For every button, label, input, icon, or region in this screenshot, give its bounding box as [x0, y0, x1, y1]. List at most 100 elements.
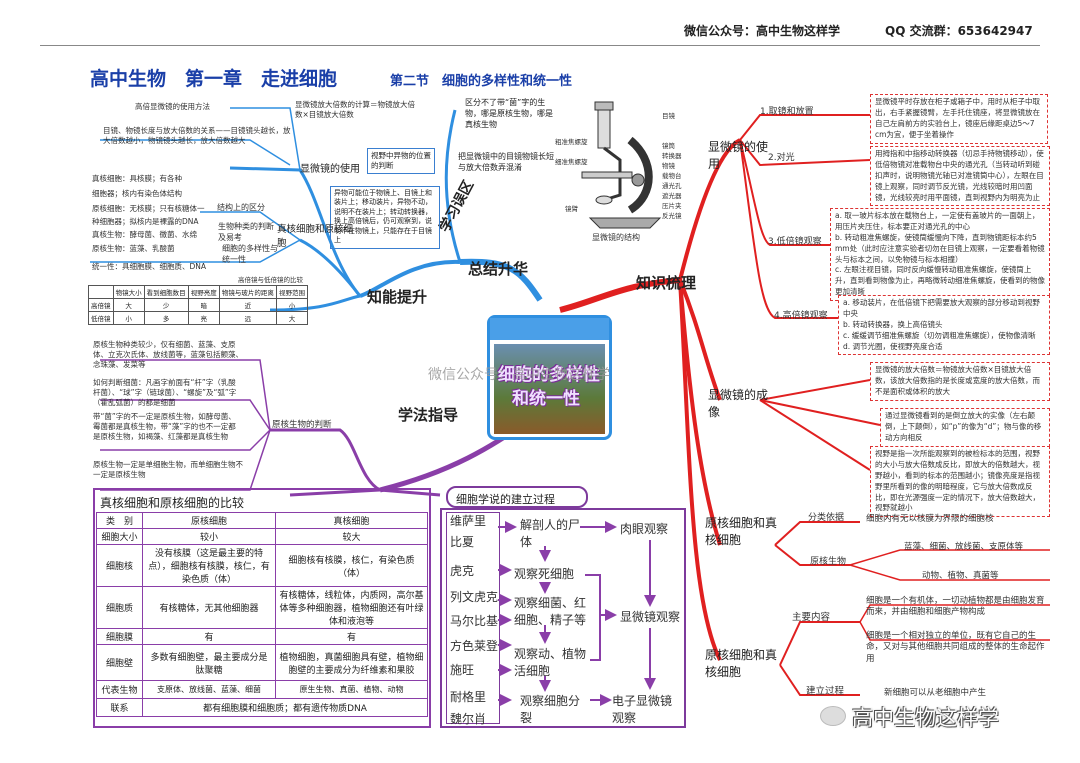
imaging-label: 显微镜的成像: [708, 388, 769, 419]
use-step-1: 1.取镜和放置: [760, 107, 814, 117]
flow-step-1: 解剖人的尸体: [520, 518, 581, 549]
flow-person-6: 方色莱登: [450, 639, 499, 653]
use-text-2: 用拇指和中指移动转换器（切忌手持物镜移动），使低倍物镜对准载物台中央的通光孔（当…: [870, 146, 1050, 207]
scope-use-header: 高倍显微镜的使用方法: [135, 102, 210, 111]
table-cell: 多数有细胞壁，最主要成分是肽聚糖: [142, 644, 276, 681]
view-position-label: 视野中异物的位置的判断: [371, 151, 431, 171]
judge-item-2: 原核生物：蓝藻、乳酸菌: [92, 244, 175, 253]
process-label: 建立过程: [806, 686, 845, 697]
content-text-2: 细胞是一个相对独立的单位，既有它自己的生命，又对与其他细胞共同组成的整体的生命起…: [866, 631, 1045, 664]
method-item-3: 带“菌”字的不一定是原核生物，如酵母菌、霉菌都是真核生物，带“藻”字的也不一定都…: [93, 412, 236, 442]
branch-method: 学法指导: [398, 406, 459, 424]
lens-table-header: 物镜大小 看到细胞数目 视野亮度 物镜与玻片的距离 视野范围: [88, 285, 309, 299]
section-title: 第二节 细胞的多样性和统一性: [390, 74, 573, 89]
microscope-label-right-7: 遮光器: [662, 192, 682, 200]
method-item-2: 如何判断细菌：凡画字前面有“杆”字（乳酸杆菌）、“球”字（链球菌）、“螺旋”及“…: [93, 378, 237, 408]
process-text: 新细胞可以从老细胞中产生: [884, 688, 987, 698]
table-row: 联系 都有细胞膜和细胞质；都有遗传物质DNA: [96, 698, 428, 717]
imaging-text-1: 显微镜的放大倍数＝物镜放大倍数×目镜放大倍数，该放大倍数指的是长度或宽度的放大倍…: [870, 362, 1050, 401]
microscope-icon: [581, 101, 662, 229]
compare-table: 类 别 原核细胞 真核细胞 细胞大小 较小 较大 细胞核 没有核膜（这是最主要的…: [96, 512, 429, 717]
scope-magnification: 显微镜放大倍数的计算＝物镜放大倍数×目镜放大倍数: [295, 100, 415, 120]
table-row: 细胞大小 较小 较大: [96, 528, 429, 545]
microscope-label-right-4: 物镜: [662, 162, 675, 170]
table-cell: 小: [275, 298, 309, 312]
flow-step-5: 观察细胞分裂: [520, 694, 581, 725]
method-item-1: 原核生物种类较少，仅有细菌、蓝藻、支原体、立克次氏体、放线菌等，蓝藻包括颤藻、念…: [93, 340, 243, 370]
organism-text-1: 蓝藻、细菌、放线菌、支原体等: [904, 542, 1024, 552]
basis-text: 细胞内有无以核膜为界限的细胞核: [866, 514, 994, 524]
theory-label: 原核细胞和真核细胞: [705, 648, 778, 679]
table-cell: 小: [112, 311, 145, 325]
misconception-item-1: 区分不了带“菌”字的生物，哪是原核生物，哪是真核生物: [465, 98, 553, 129]
flow-step-3: 观察细菌、红细胞、精子等: [514, 596, 587, 627]
page-title: 高中生物 第一章 走进细胞: [90, 68, 338, 90]
cell-item-4: 种细胞器；拟核内是裸露的DNA: [92, 217, 199, 226]
cell-item-2: 细胞器；核内有染色体结构: [92, 189, 182, 198]
flow-result-1: 肉眼观察: [620, 522, 669, 536]
flow-result-3: 电子显微镜观察: [612, 694, 673, 725]
flow-person-8: 耐格里: [450, 690, 487, 704]
flow-person-3: 虎克: [450, 564, 475, 578]
use-text-4: a. 移动装片，在低倍镜下把需要放大观察的部分移动到视野中央 b. 转动转换器，…: [838, 295, 1050, 356]
compare-table-panel: [93, 488, 431, 728]
table-cell: 大: [275, 311, 309, 325]
wechat-logo-icon: [820, 706, 846, 726]
flow-title-box: 细胞学说的建立过程: [446, 486, 588, 508]
knowledge-use-label: 显微镜的使用: [708, 140, 769, 171]
branch-knowledge: 知识梳理: [636, 274, 697, 292]
unity-text: 统一性：具细胞膜、细胞质、DNA: [92, 262, 207, 271]
header-wechat: 微信公众号：高中生物这样学: [684, 24, 841, 38]
microscope-label-left-1: 粗准焦螺旋: [555, 138, 588, 146]
microscope-label-arm: 镜臂: [565, 205, 578, 213]
microscope-label-right-9: 反光镜: [662, 212, 682, 220]
compare-table-title: 真核细胞和原核细胞的比较: [100, 496, 245, 510]
table-cell: 细胞质: [96, 586, 143, 629]
flow-person-2: 比夏: [450, 535, 475, 549]
microscope-label-right-8: 压片夹: [662, 202, 682, 210]
basis-label: 分类依据: [808, 513, 845, 523]
lens-table-title: 高倍镜与低倍镜的比较: [238, 276, 303, 284]
judge-item-1: 真核生物：酵母菌、黴菌、水绵: [92, 230, 197, 239]
table-cell: 细胞核有核膜，核仁，有染色质（体）: [274, 544, 429, 587]
center-node-top-bar: [490, 318, 609, 340]
flow-person-9: 魏尔肖: [450, 712, 487, 726]
microscope-label-right-2: 镜筒: [662, 142, 675, 150]
table-cell: 有核糖体，线粒体，内质网，高尔基体等多种细胞器，植物细胞还有叶绿体和液泡等: [274, 586, 429, 629]
flow-step-2: 观察死细胞: [514, 567, 575, 581]
method-label: 原核生物的判断: [272, 420, 332, 430]
use-step-2: 2.对光: [768, 153, 795, 163]
pro-euk-label: 原核细胞和真核细胞: [705, 516, 778, 547]
microscope-label-right-6: 通光孔: [662, 182, 682, 190]
lens-table: 物镜大小 看到细胞数目 视野亮度 物镜与玻片的距离 视野范围 高倍镜 大 少 暗…: [88, 285, 309, 325]
misconception-item-2: 把显微镜中的目镜物镜长短与放大倍数弄混淆: [458, 152, 554, 172]
imaging-text-3: 视野是指一次所能观察到的被检标本的范围，视野的大小与放大倍数成反比，即放大的倍数…: [870, 446, 1050, 518]
method-item-4: 原核生物一定是单细胞生物，而单细胞生物不一定是原核生物: [93, 460, 243, 480]
center-title-line1: 细胞的多样性: [498, 365, 600, 385]
table-row: 细胞质 有核糖体，无其他细胞器 有核糖体，线粒体，内质网，高尔基体等多种细胞器，…: [96, 586, 429, 629]
use-step-3: 3.低倍镜观察: [768, 237, 822, 247]
content-text-1: 细胞是一个有机体，一切动植物都是由细胞发育而来，并由细胞和细胞产物构成: [866, 596, 1045, 618]
flow-person-4: 列文虎克: [450, 590, 499, 604]
view-note-box: 异物可能位于物镜上、目镜上和装片上；移动装片，异物不动，说明不在装片上；转动转换…: [330, 186, 440, 249]
flow-person-5: 马尔比基: [450, 614, 499, 628]
cell-item-1: 真核细胞：具核膜；有各种: [92, 174, 182, 183]
table-cell: 细胞核: [96, 544, 143, 587]
flow-person-7: 施旺: [450, 663, 475, 677]
table-cell: 细胞膜: [96, 628, 143, 645]
flow-person-1: 维萨里: [450, 514, 487, 528]
table-row: 代表生物 支原体、放线菌、蓝藻、细菌 原生生物、真菌、植物、动物: [96, 680, 429, 699]
center-node-image: [494, 344, 605, 434]
scope-length: 目镜、物镜长度与放大倍数的关系——目镜镜头越长，放大倍数越小，物镜镜头越长，放大…: [103, 126, 291, 146]
table-cell: 植物细胞，真菌细胞具有壁，植物细胞壁的主要成分为纤维素和果胶: [274, 644, 429, 681]
table-row: 细胞壁 多数有细胞壁，最主要成分是肽聚糖 植物细胞，真菌细胞具有壁，植物细胞壁的…: [96, 644, 429, 681]
structure-label: 结构上的区分: [217, 203, 265, 212]
table-cell: 有核糖体，无其他细胞器: [142, 586, 276, 629]
microscope-label-right-1: 目镜: [662, 112, 675, 120]
scope-use-label: 显微镜的使用: [300, 164, 360, 175]
use-step-4: 4.高倍镜观察: [774, 311, 828, 321]
judge-label: 生物种类的判断及易考: [218, 222, 274, 242]
table-cell: 多: [143, 311, 189, 325]
cell-item-3: 原核细胞：无核膜；只有核糖体一: [92, 204, 205, 213]
microscope-caption: 显微镜的结构: [592, 233, 640, 242]
